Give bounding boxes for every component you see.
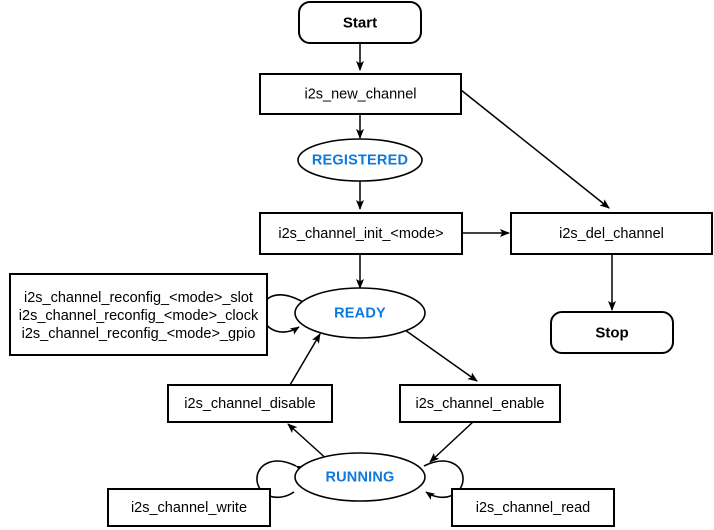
node-channel-disable[interactable]: i2s_channel_disable xyxy=(167,384,333,423)
node-channel-reconfig[interactable]: i2s_channel_reconfig_<mode>_slot i2s_cha… xyxy=(9,273,268,356)
registered-label: REGISTERED xyxy=(312,152,408,168)
node-new-channel[interactable]: i2s_new_channel xyxy=(259,73,462,115)
node-state-registered[interactable]: REGISTERED xyxy=(297,138,423,182)
channel-read-shape xyxy=(451,488,615,527)
ready-shape xyxy=(294,287,426,339)
stop-label: Stop xyxy=(595,324,628,341)
edge-channel-enable-to-running xyxy=(429,420,475,463)
start-shape xyxy=(298,1,422,44)
channel-reconfig-line-slot: i2s_channel_reconfig_<mode>_slot xyxy=(24,290,253,306)
del-channel-label: i2s_del_channel xyxy=(559,226,664,242)
del-channel-shape xyxy=(510,212,713,255)
channel-init-shape xyxy=(259,212,463,255)
start-label: Start xyxy=(343,14,377,31)
stop-shape xyxy=(550,311,674,354)
channel-write-shape xyxy=(107,488,271,527)
edge-running-self-loop-write xyxy=(256,460,306,499)
channel-init-label: i2s_channel_init_<mode> xyxy=(278,226,443,242)
channel-disable-shape xyxy=(167,384,333,423)
edge-running-self-loop-read xyxy=(423,460,464,500)
channel-write-label: i2s_channel_write xyxy=(131,500,247,516)
channel-enable-label: i2s_channel_enable xyxy=(416,396,545,412)
edge-running-to-channel-disable xyxy=(287,423,331,463)
node-start[interactable]: Start xyxy=(298,1,422,44)
edge-new-channel-to-del-channel xyxy=(460,89,610,209)
channel-reconfig-line-clock: i2s_channel_reconfig_<mode>_clock xyxy=(19,308,259,324)
node-channel-enable[interactable]: i2s_channel_enable xyxy=(399,384,561,423)
node-stop[interactable]: Stop xyxy=(550,311,674,354)
channel-read-label: i2s_channel_read xyxy=(476,500,590,516)
running-shape xyxy=(294,452,426,502)
registered-shape xyxy=(297,138,423,182)
channel-disable-label: i2s_channel_disable xyxy=(184,396,315,412)
edge-ready-to-channel-enable xyxy=(404,329,478,382)
edges-layer xyxy=(256,43,616,500)
node-channel-init[interactable]: i2s_channel_init_<mode> xyxy=(259,212,463,255)
edge-channel-disable-to-ready xyxy=(289,333,321,386)
node-state-ready[interactable]: READY xyxy=(294,287,426,339)
new-channel-label: i2s_new_channel xyxy=(304,86,416,102)
running-label: RUNNING xyxy=(325,469,394,485)
channel-reconfig-shape xyxy=(9,273,268,356)
channel-reconfig-line-gpio: i2s_channel_reconfig_<mode>_gpio xyxy=(22,326,256,342)
node-channel-write[interactable]: i2s_channel_write xyxy=(107,488,271,527)
ready-label: READY xyxy=(334,305,386,321)
node-channel-read[interactable]: i2s_channel_read xyxy=(451,488,615,527)
channel-enable-shape xyxy=(399,384,561,423)
node-del-channel[interactable]: i2s_del_channel xyxy=(510,212,713,255)
new-channel-shape xyxy=(259,73,462,115)
node-state-running[interactable]: RUNNING xyxy=(294,452,426,502)
